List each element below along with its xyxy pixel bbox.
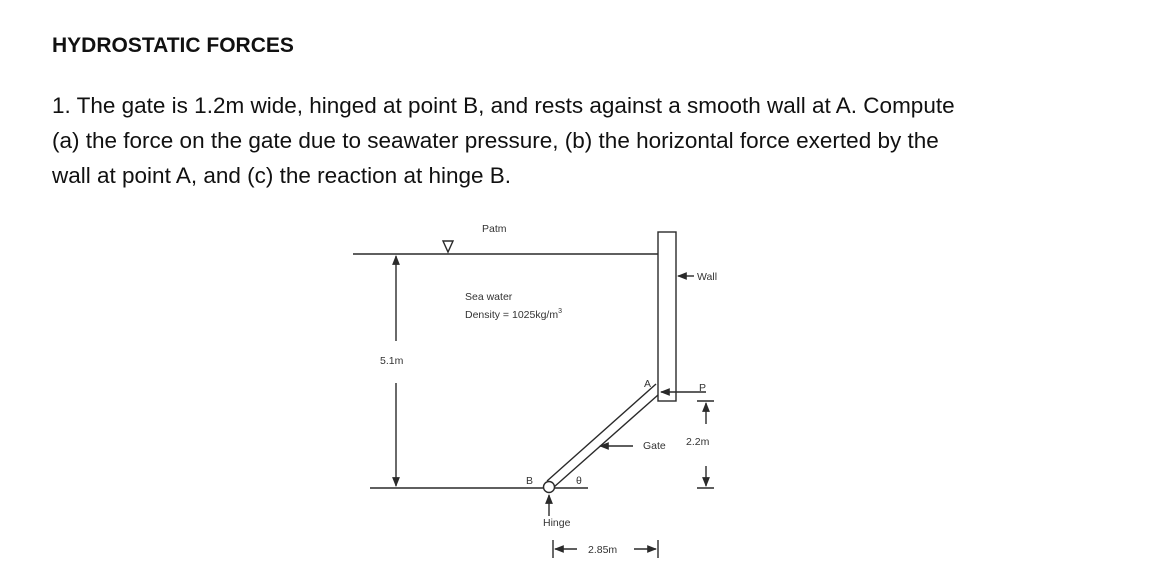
point-a-label: A bbox=[644, 378, 651, 390]
gate-edge-lower bbox=[553, 394, 659, 488]
patm-label: Patm bbox=[482, 223, 507, 235]
free-surface-triangle-icon bbox=[441, 240, 455, 254]
point-b-label: B bbox=[526, 475, 533, 487]
depth-label: 5.1m bbox=[380, 355, 404, 367]
fluid-label: Sea water bbox=[465, 291, 513, 303]
width-label: 2.85m bbox=[588, 544, 617, 556]
problem-line-1: 1. The gate is 1.2m wide, hinged at poin… bbox=[52, 93, 955, 118]
gate-label: Gate bbox=[643, 440, 666, 452]
wall bbox=[657, 231, 677, 402]
gate-edge-upper bbox=[546, 383, 657, 482]
hinge-label: Hinge bbox=[543, 517, 571, 529]
hinge-b bbox=[542, 480, 556, 494]
section-heading: HYDROSTATIC FORCES bbox=[52, 34, 294, 57]
problem-statement: 1. The gate is 1.2m wide, hinged at poin… bbox=[52, 88, 1112, 193]
force-p-label: P bbox=[699, 382, 706, 394]
problem-line-2: (a) the force on the gate due to seawate… bbox=[52, 128, 939, 153]
density-label: Density = 1025kg/m3 bbox=[465, 308, 562, 321]
wall-label: Wall bbox=[697, 271, 717, 283]
height-label: 2.2m bbox=[686, 436, 710, 448]
problem-line-3: wall at point A, and (c) the reaction at… bbox=[52, 163, 512, 188]
angle-theta-label: θ bbox=[576, 475, 582, 487]
